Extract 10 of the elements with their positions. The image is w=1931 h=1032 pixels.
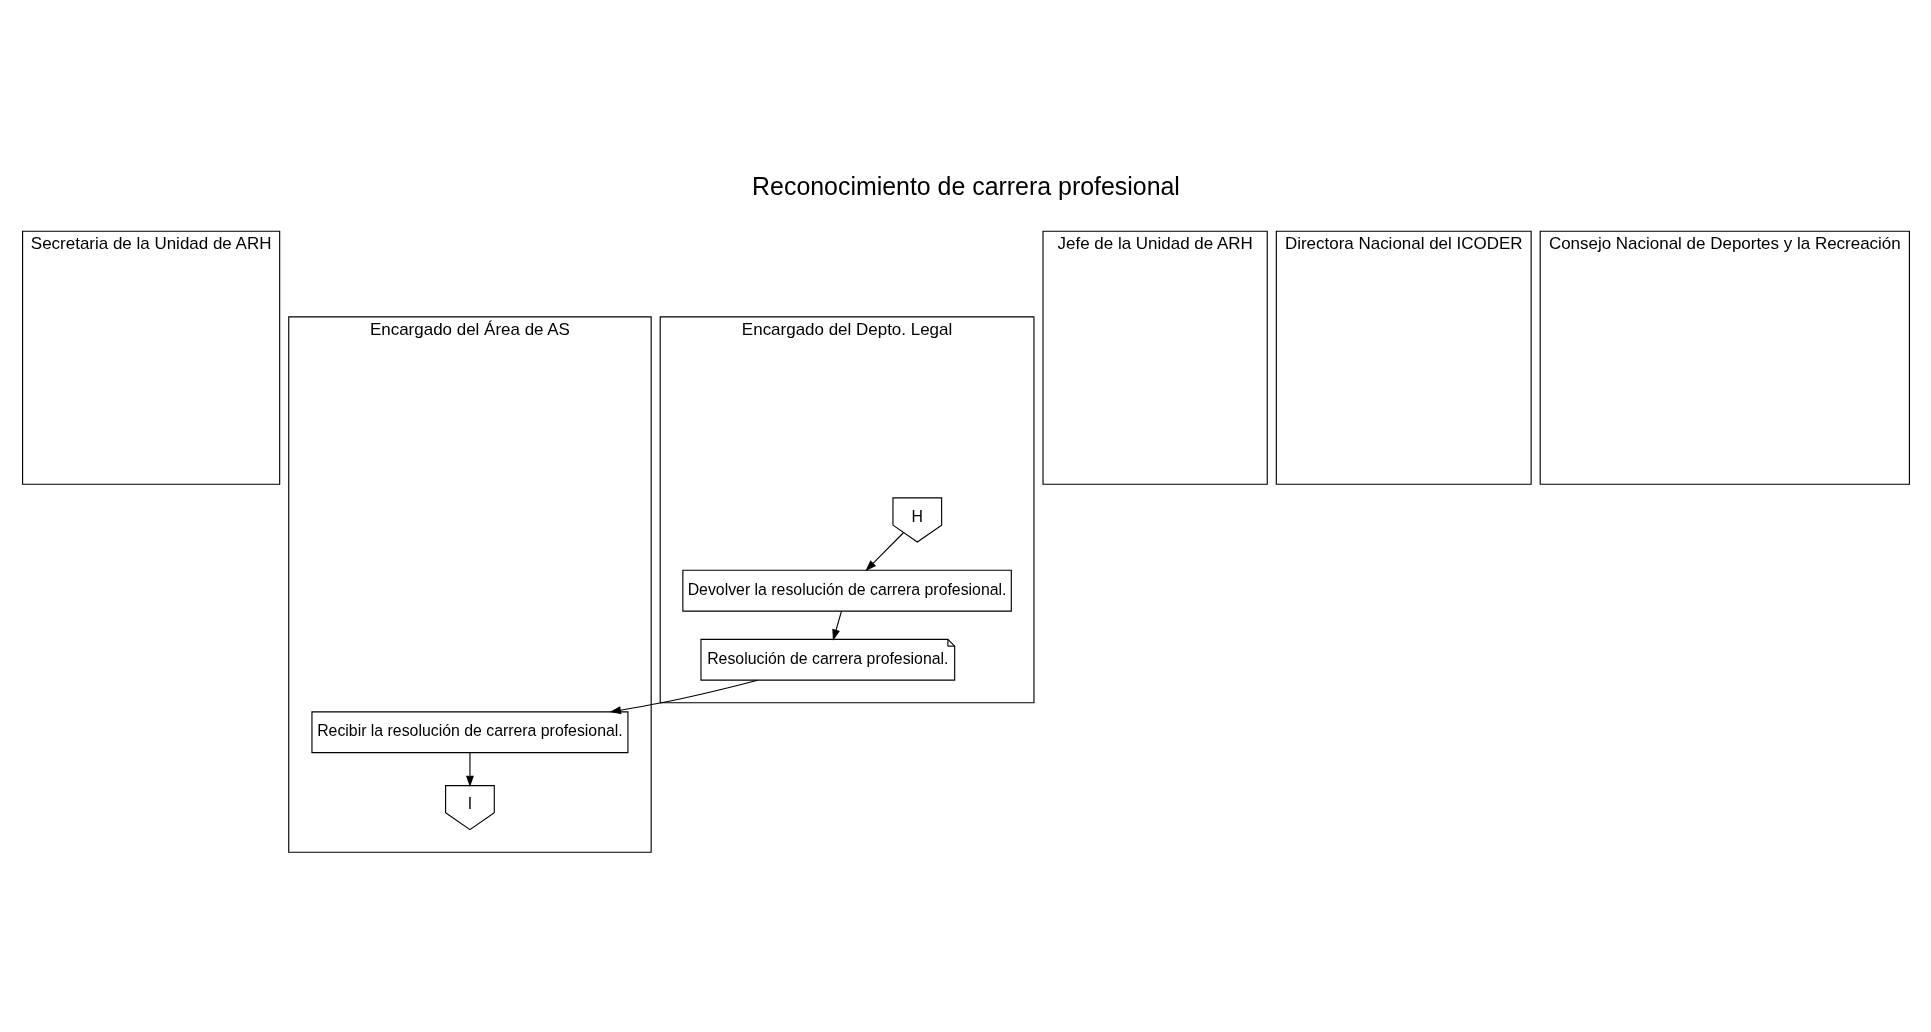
node-box: Directora Nacional del ICODER <box>1275 230 1532 485</box>
node-box: Jefe de la Unidad de ARH <box>1041 230 1268 485</box>
diagram-title: Reconocimiento de carrera profesional <box>751 172 1180 201</box>
arrow <box>864 532 904 572</box>
node-box: Recibir la resolución de carrera profesional. <box>310 711 628 754</box>
arrow <box>831 610 842 641</box>
arrow <box>465 752 474 788</box>
node-box: Consejo Nacional de Deportes y la Recreación <box>1539 230 1910 485</box>
node-box: Devolver la resolución de carrera profesional. <box>681 569 1012 612</box>
node-box: Secretaria de la Unidad de ARH <box>21 230 280 485</box>
